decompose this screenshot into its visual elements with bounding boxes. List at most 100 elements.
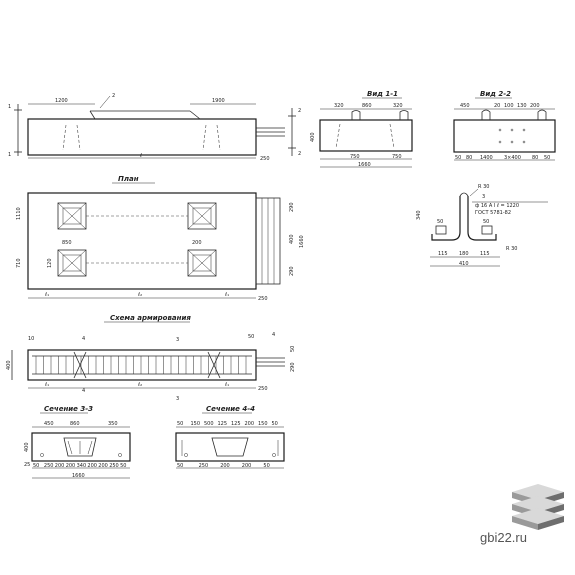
dimension-label: 500 [204,421,214,427]
dimension-label: 340 [77,463,87,469]
plan-dim-l1-right: ℓ₁ [224,292,229,298]
plan-dim-v2: 710 [16,258,22,268]
dimension-label: 250 [44,463,54,469]
reinf-mark-3: 3 [176,337,179,343]
plan-dim-l1-left: ℓ₁ [44,292,49,298]
elevation-length: ℓ [139,153,142,159]
dimension-label: 50 [177,421,183,427]
view-2-2-dim-top-2: 20 [494,103,500,109]
reinf-mark-1: 10 [28,336,34,342]
reinf-dim-l1-left: ℓ₁ [44,382,49,388]
view-2-2-dim-bottom-5: 80 [532,155,538,161]
hook-dim-3: 115 [438,251,448,257]
dimension-label: 200 [220,463,230,469]
section-3-3-side-2: 25 [24,462,30,468]
section-mark-1-bottom: 1 [8,152,11,158]
reinf-mark-5: 4 [82,388,85,394]
dimension-label: 50 [177,463,183,469]
section-mark-2-bottom: 2 [298,151,301,157]
section-4-4-title: Сечение 4-4 [206,405,255,413]
watermark-text: gbi22.ru [480,530,527,545]
dimension-label: 250 [199,463,209,469]
view-1-1-dim-top-3: 320 [393,103,403,109]
reinf-side-1: 400 [6,360,12,370]
section-3-3-top-1: 450 [44,421,54,427]
dimension-label: 200 [66,463,76,469]
view-2-2-dim-bottom-1: 50 [455,155,461,161]
section-mark-1-top: 1 [8,104,11,110]
dimension-label: 50 [120,463,126,469]
elevation-dim-left: 1200 [55,98,68,104]
hook-dim-4: 180 [459,251,469,257]
view-2-2: Вид 2-2 450 20 100 130 200 50 80 1400 3×… [453,90,556,161]
dimension-label: 125 [218,421,228,427]
plan-title: План [118,175,139,183]
elevation-view: 1 1 1200 1900 2 ℓ 250 2 2 [8,93,301,162]
view-2-2-dim-bottom-2: 80 [466,155,472,161]
reinf-dim-l2: ℓ₂ [137,382,142,388]
elevation-mark-2: 2 [112,93,115,99]
view-2-2-dim-bottom-3: 1400 [480,155,493,161]
section-3-3-side-1: 400 [24,442,30,452]
plan-dim-v1: 1110 [16,207,22,220]
reinforcement-title: Схема армирования [110,314,191,322]
plan-dim-inner-3: 120 [47,258,53,268]
stirrup-lines [35,356,247,374]
view-1-1: Вид 1-1 320 860 320 400 750 750 1660 [310,90,413,168]
plan-dim-v5: 290 [289,266,295,276]
section-3-3-top-2: 860 [70,421,80,427]
view-2-2-dim-top-3: 100 [504,103,514,109]
dimension-label: 125 [231,421,241,427]
hook-mark: 3 [482,194,485,200]
reinf-mark-7: 4 [272,332,275,338]
view-1-1-height: 400 [310,132,316,142]
hook-dim-5: 115 [480,251,490,257]
dimension-label: 200 [98,463,108,469]
reinf-mark-6: 3 [176,396,179,402]
hook-r-bottom: R 30 [506,246,517,252]
view-2-2-dim-top-1: 450 [460,103,470,109]
dimension-label: 150 [258,421,268,427]
lifting-loop-detail: R 30 3 ф 16 А І ℓ = 1220 ГОСТ 5781-82 50… [416,184,548,267]
view-1-1-total: 1660 [358,162,371,168]
stacked-slabs-logo [512,484,564,530]
elevation-dim-end: 250 [260,156,270,162]
hook-note-1: ф 16 А І ℓ = 1220 [475,203,519,209]
reinf-side-2: 290 [290,362,296,372]
section-3-3-top-3: 350 [108,421,118,427]
dimension-label: 200 [87,463,97,469]
plan-dim-end: 250 [258,296,268,302]
hook-note-2: ГОСТ 5781-82 [475,210,511,216]
view-1-1-title: Вид 1-1 [367,90,398,98]
dimension-label: 200 [55,463,65,469]
section-3-3-total: 1660 [72,473,85,479]
view-2-2-title: Вид 2-2 [480,90,511,98]
view-2-2-dim-bottom-4: 3×400 [504,155,521,161]
view-1-1-dim-top-2: 860 [362,103,372,109]
hook-dim-6: 410 [459,261,469,267]
view-2-2-dim-bottom-6: 50 [544,155,550,161]
view-2-2-dim-top-4: 130 [517,103,527,109]
view-1-1-dim-top-1: 320 [334,103,344,109]
dimension-label: 150 [191,421,201,427]
plan-dim-inner-2: 200 [192,240,202,246]
section-3-3-title: Сечение 3-3 [44,405,93,413]
reinf-mark-2: 4 [82,336,85,342]
section-mark-2-top: 2 [298,108,301,114]
plan-dim-v4: 400 [289,234,295,244]
hook-dim-2: 50 [483,219,489,225]
reinf-dim-end: 250 [258,386,268,392]
dimension-label: 250 [109,463,119,469]
hook-dim-1: 50 [437,219,443,225]
reinforcement-scheme: Схема армирования 400 290 50 10 4 3 50 4… [6,314,296,402]
dimension-label: 50 [263,463,269,469]
dimension-label: 50 [272,421,278,427]
dimension-label: 50 [33,463,39,469]
plan-dim-v3: 290 [289,202,295,212]
plan-view: План 1110 710 290 400 290 1660 850 200 1… [16,175,305,302]
